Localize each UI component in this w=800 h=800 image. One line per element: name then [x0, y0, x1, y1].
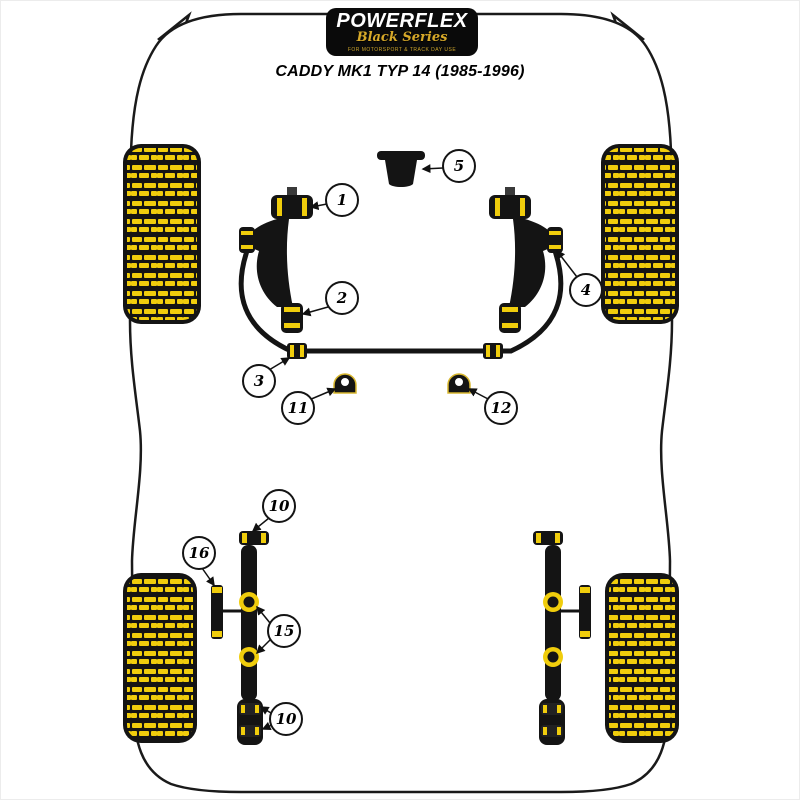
- callout-15: 15: [267, 614, 301, 648]
- callout-10-bottom: 10: [269, 702, 303, 736]
- car-body-outline: [128, 11, 674, 794]
- callout-5: 5: [442, 149, 476, 183]
- callout-3: 3: [242, 364, 276, 398]
- callout-10-top: 10: [262, 489, 296, 523]
- drop-link-right: [447, 373, 471, 394]
- brand-name: POWERFLEX: [336, 10, 468, 33]
- callout-2: 2: [325, 281, 359, 315]
- diagram-title: CADDY MK1 TYP 14 (1985-1996): [275, 63, 525, 80]
- callout-4: 4: [569, 273, 603, 307]
- powerflex-logo: POWERFLEX Black Series FOR MOTORSPORT & …: [326, 8, 478, 56]
- callout-1: 1: [325, 183, 359, 217]
- drop-link-left: [333, 373, 357, 394]
- callout-11: 11: [281, 391, 315, 425]
- brand-series-name: Black Series: [356, 30, 448, 46]
- brand-tagline: FOR MOTORSPORT & TRACK DAY USE: [347, 46, 457, 53]
- steering-rack-mount: [377, 151, 425, 187]
- callout-16: 16: [182, 536, 216, 570]
- callout-12: 12: [484, 391, 518, 425]
- anti-roll-bar: [238, 250, 564, 359]
